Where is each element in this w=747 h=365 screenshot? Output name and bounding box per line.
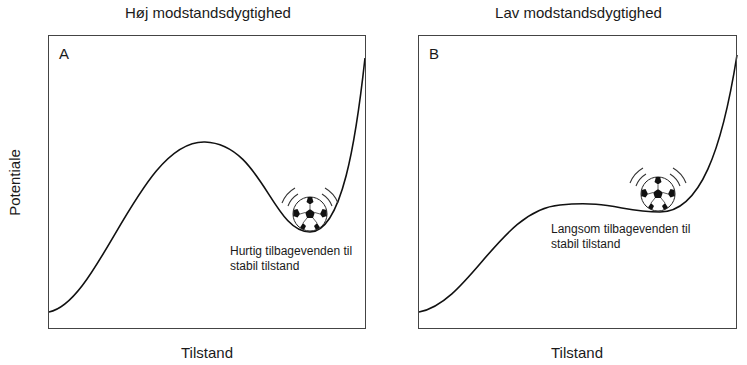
panel-letter: B: [429, 45, 439, 62]
panel-letter: A: [59, 45, 69, 62]
diagram-panel: Lav modstandsdygtighedBLangsom tilbageve…: [418, 35, 737, 329]
annotation: Hurtig tilbagevenden til stabil tilstand: [230, 244, 360, 274]
annotation: Langsom tilbagevenden til stabil tilstan…: [551, 222, 691, 252]
axis-label: Potentiale: [6, 149, 23, 216]
panel-title: Lav modstandsdygtighed: [419, 4, 738, 21]
axis-label: Tilstand: [181, 344, 233, 361]
axis-label: Tilstand: [551, 344, 603, 361]
panel-title: Høj modstandsdygtighed: [49, 4, 367, 21]
diagram-panel: Høj modstandsdygtighedAHurtig tilbageven…: [48, 35, 366, 329]
